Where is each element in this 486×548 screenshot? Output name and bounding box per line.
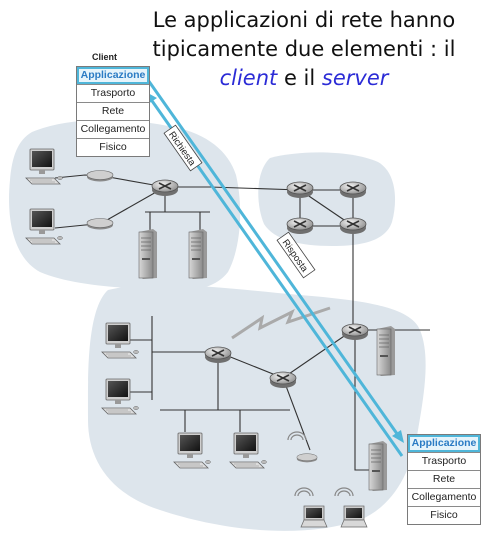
and-text: e il — [277, 66, 322, 90]
bottom-network-area — [87, 284, 426, 531]
router — [151, 179, 179, 197]
router — [204, 346, 232, 364]
client-word: client — [219, 66, 278, 90]
wireless-link — [231, 306, 331, 340]
title-line-3: client e il server — [128, 64, 480, 93]
router — [339, 181, 367, 199]
title-line-2: tipicamente due elementi : il — [152, 37, 456, 61]
server-layer-link: Collegamento — [408, 488, 480, 506]
server-layer-application: Applicazione — [408, 435, 480, 452]
modem — [86, 170, 114, 182]
client-layer-link: Collegamento — [77, 120, 149, 138]
slide-title: Le applicazioni di rete hanno tipicament… — [128, 6, 480, 93]
client-layer-application: Applicazione — [77, 67, 149, 84]
laptop — [340, 505, 368, 528]
server-layer-transport: Trasporto — [408, 452, 480, 470]
server-tower — [188, 228, 208, 280]
router — [269, 371, 297, 389]
title-line-1: Le applicazioni di rete hanno — [152, 8, 456, 32]
server-layer-physical: Fisico — [408, 506, 480, 524]
router — [341, 323, 369, 341]
client-layer-network: Rete — [77, 102, 149, 120]
left-network-area — [9, 119, 241, 291]
server-tower — [376, 325, 396, 377]
core-network-area — [258, 152, 396, 246]
server-word: server — [321, 66, 389, 90]
modem — [86, 218, 114, 230]
server-tower — [368, 440, 388, 492]
client-layer-physical: Fisico — [77, 138, 149, 156]
client-label: Client — [92, 52, 118, 62]
server-layer-network: Rete — [408, 470, 480, 488]
server-tower — [138, 228, 158, 280]
client-protocol-stack: Applicazione Trasporto Rete Collegamento… — [76, 66, 150, 157]
request-arrow — [146, 79, 404, 443]
wireless-wave-icons — [287, 431, 354, 497]
client-layer-transport: Trasporto — [77, 84, 149, 102]
router — [286, 181, 314, 199]
server-protocol-stack: Applicazione Trasporto Rete Collegamento… — [407, 434, 481, 525]
wifi-base-station — [296, 453, 318, 463]
laptop — [300, 505, 328, 528]
router — [286, 217, 314, 235]
router — [339, 217, 367, 235]
